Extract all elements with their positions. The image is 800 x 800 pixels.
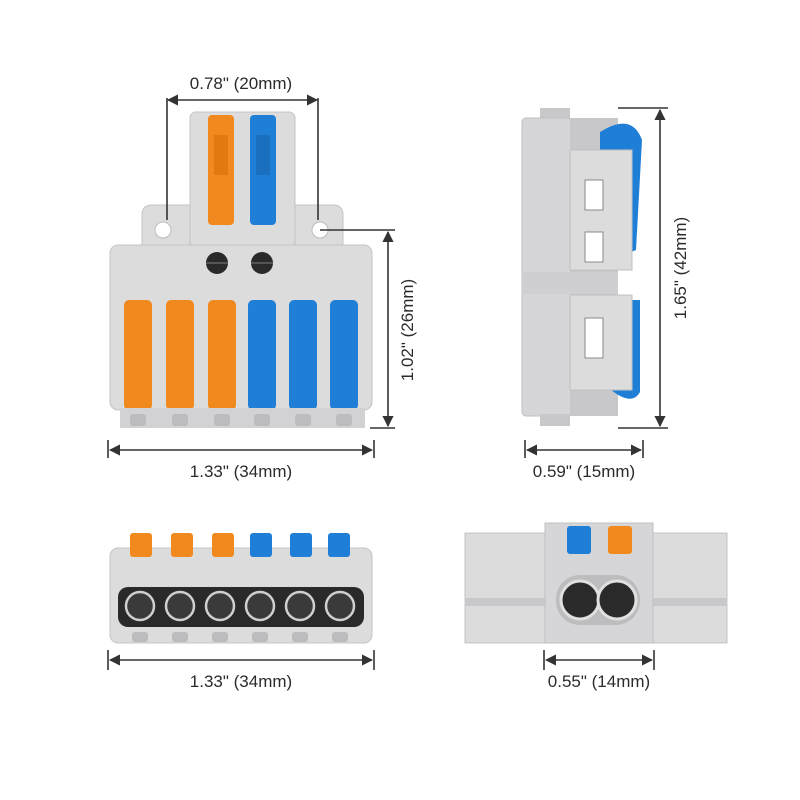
dim-lines-front — [107, 94, 395, 458]
dim-end-width: 0.55" (14mm) — [547, 672, 651, 691]
bottom-view — [109, 533, 373, 644]
side-view — [521, 108, 642, 426]
dim-front-height: 1.02" (26mm) — [398, 278, 417, 382]
dim-lines-bottom — [107, 650, 375, 670]
dim-bottom-width: 1.33" (34mm) — [189, 672, 293, 691]
front-view — [109, 111, 373, 428]
dim-front-top-width: 0.78" (20mm) — [189, 74, 293, 93]
dim-side-height: 1.65" (42mm) — [671, 216, 690, 320]
dim-lines-side — [524, 107, 668, 458]
dim-front-width: 1.33" (34mm) — [189, 462, 293, 481]
dim-side-depth: 0.59" (15mm) — [532, 462, 636, 481]
dim-lines-end — [543, 650, 655, 670]
end-view — [464, 522, 728, 644]
mount-hole-left — [154, 221, 172, 239]
front-levers — [124, 300, 358, 410]
